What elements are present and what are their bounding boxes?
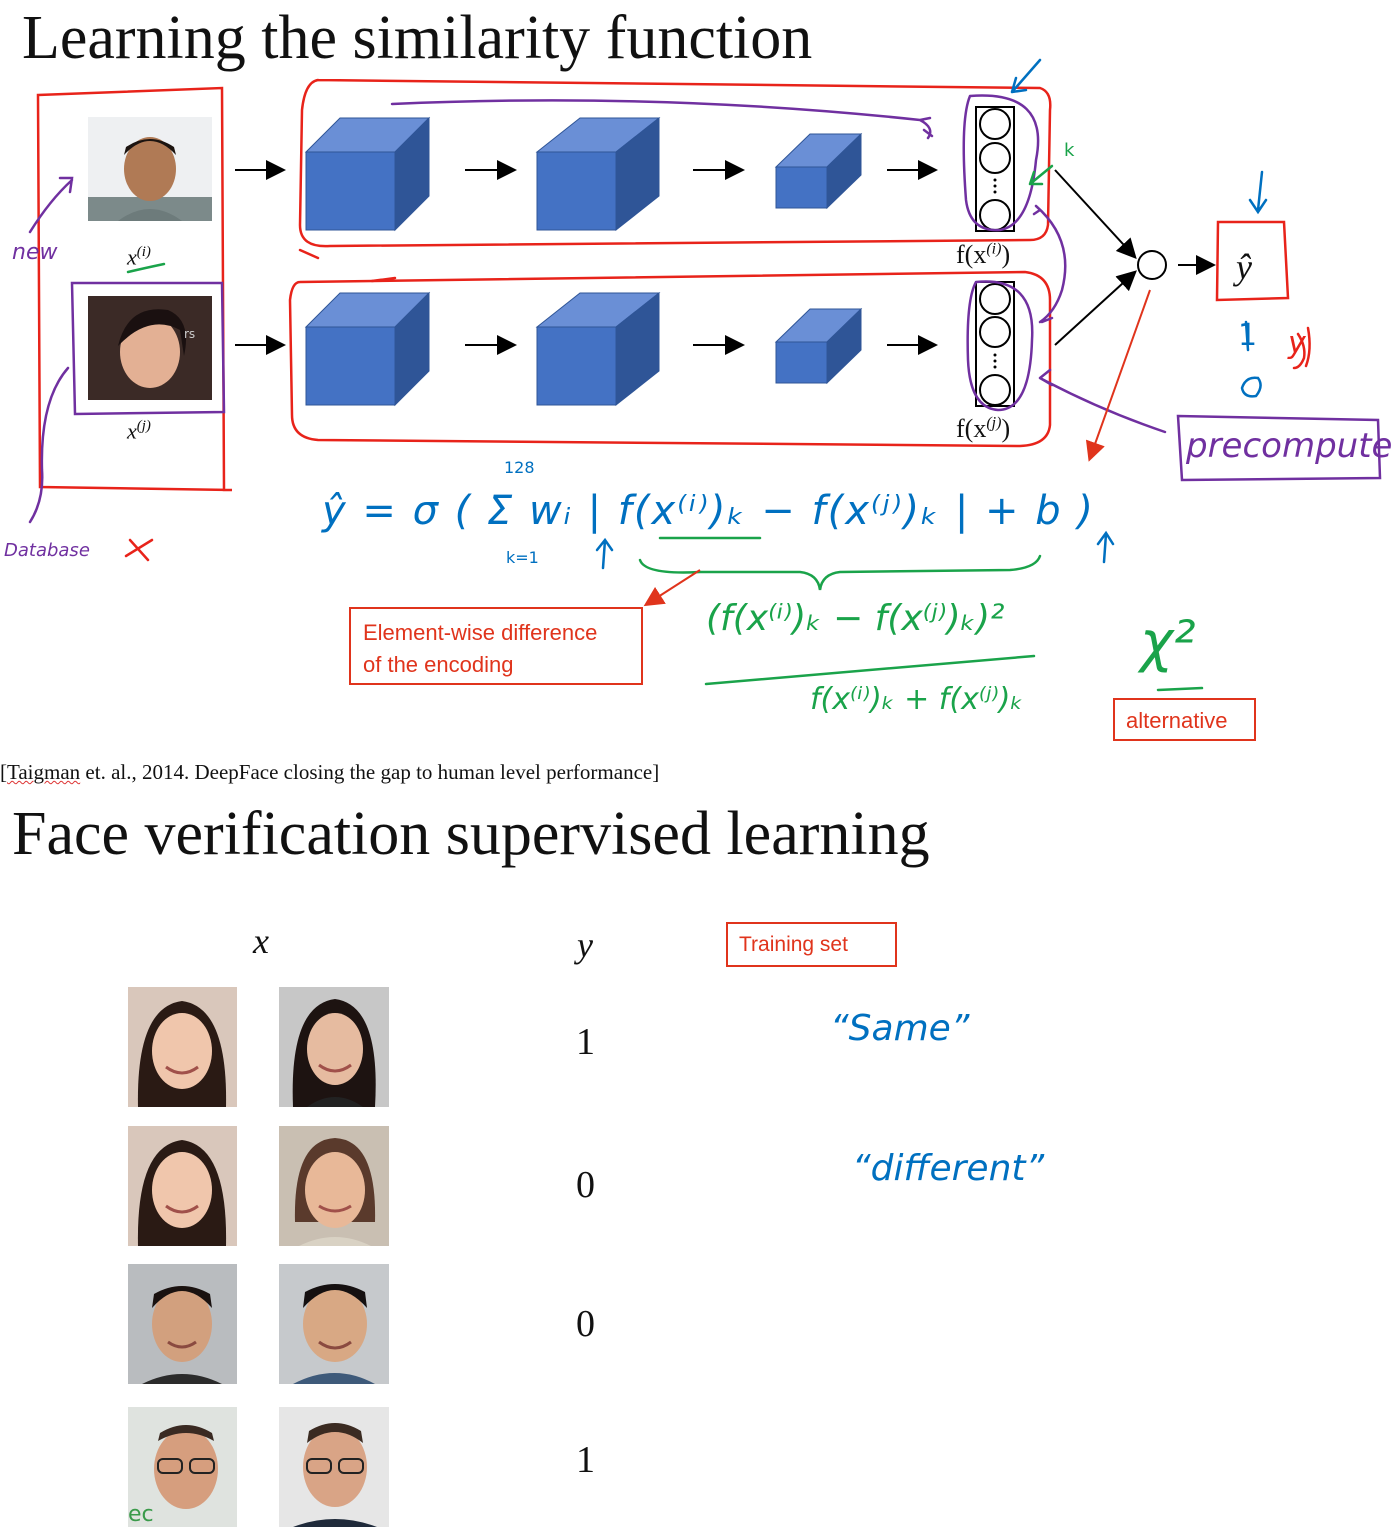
- encoding-vector-bottom: [975, 281, 1015, 407]
- pair1-face-a: [128, 987, 237, 1107]
- chi-square-denominator: f(x⁽ⁱ⁾)ₖ + f(x⁽ʲ⁾)ₖ: [810, 682, 1024, 717]
- fxj-label: f(x(j)): [956, 414, 1011, 443]
- pair3-face-b: [279, 1264, 389, 1384]
- fxi-label: f(x(i)): [956, 240, 1011, 269]
- annot-one: 1: [1238, 318, 1258, 353]
- pair2-face-b: [279, 1126, 389, 1246]
- xi-label: x(i): [127, 244, 151, 270]
- pair3-face-a: [128, 1264, 237, 1384]
- annot-same: “Same”: [830, 1008, 970, 1049]
- pair4-face-b: [279, 1407, 389, 1527]
- slide1-title: Learning the similarity function: [22, 4, 813, 72]
- conv-block-top-3: [774, 132, 863, 210]
- logistic-unit: [1137, 250, 1167, 280]
- y-value-row2: 0: [576, 1164, 595, 1206]
- y-value-row3: 0: [576, 1303, 595, 1345]
- annot-k: k: [1064, 140, 1075, 161]
- annot-precompute: precompute: [1186, 426, 1393, 466]
- elementwise-difference-box: Element-wise difference of the encoding: [349, 607, 643, 685]
- elementwise-line1: Element-wise difference: [363, 620, 598, 645]
- similarity-formula: ŷ = σ ( Σ wᵢ | f(x⁽ⁱ⁾)ₖ − f(x⁽ʲ⁾)ₖ | + b…: [322, 488, 1095, 534]
- pair4-face-a: ec: [128, 1407, 237, 1527]
- conv-block-bottom-2: [535, 291, 661, 407]
- annot-database: Database: [4, 540, 90, 561]
- conv-block-top-1: [304, 116, 431, 232]
- chi-square-numerator: (f(x⁽ⁱ⁾)ₖ − f(x⁽ʲ⁾)ₖ)²: [706, 598, 1005, 639]
- face-image-xj: rs: [88, 296, 212, 400]
- training-set-box: Training set: [726, 922, 897, 967]
- sum-upper-limit: 128: [504, 458, 535, 477]
- svg-text:rs: rs: [184, 327, 195, 341]
- annot-new: new: [12, 240, 58, 265]
- red-ink-annotations: [36, 78, 1311, 562]
- xj-label: x(j): [127, 418, 151, 444]
- annot-different: “different”: [852, 1148, 1045, 1189]
- encoding-vector-top: [975, 106, 1015, 232]
- pair1-face-b: [279, 987, 389, 1107]
- slide2-title: Face verification supervised learning: [12, 800, 930, 868]
- conv-block-bottom-1: [304, 291, 431, 407]
- pair2-face-a: [128, 1126, 237, 1246]
- y-value-row4: 1: [576, 1439, 595, 1481]
- alternative-box: alternative: [1113, 698, 1256, 741]
- face-image-xi: [88, 117, 212, 221]
- blue-ink-annotations: [595, 58, 1268, 570]
- sum-lower-limit: k=1: [506, 548, 539, 567]
- chi-squared-symbol: χ²: [1140, 610, 1196, 675]
- y-header: y: [577, 925, 593, 965]
- y-value-row1: 1: [576, 1021, 595, 1063]
- elementwise-line2: of the encoding: [363, 652, 514, 677]
- siamese-network-diagram: [28, 58, 1382, 692]
- yhat-output: ŷ: [1236, 247, 1252, 287]
- annot-y: y: [1288, 326, 1306, 361]
- x-header: x: [253, 921, 269, 961]
- citation: [Taigman et. al., 2014. DeepFace closing…: [0, 760, 660, 784]
- conv-block-top-2: [535, 116, 661, 232]
- purple-ink-annotations: [28, 94, 1382, 524]
- green-ink-annotations: [126, 164, 1204, 692]
- conv-block-bottom-3: [774, 307, 863, 385]
- svg-text:ec: ec: [128, 1502, 154, 1527]
